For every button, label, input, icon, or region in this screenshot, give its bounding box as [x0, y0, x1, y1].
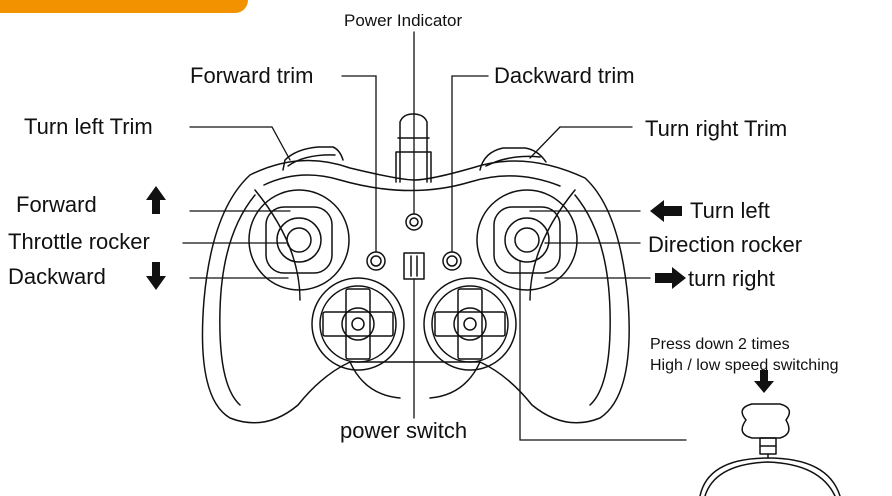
press-down-label: Press down 2 times	[650, 336, 790, 353]
direction-rocker-label: Direction rocker	[648, 232, 803, 257]
turn-right-label: turn right	[688, 266, 775, 291]
forward-label: Forward	[16, 192, 97, 217]
throttle-stick	[248, 189, 350, 291]
stick-cap-detail	[699, 403, 841, 496]
power-switch-label: power switch	[340, 418, 468, 443]
arrow-down-icon	[146, 262, 166, 290]
arrow-left-icon	[650, 200, 682, 222]
right-dpad	[423, 277, 517, 371]
center-buttons	[366, 213, 462, 271]
turn-left-trim-label: Turn left Trim	[24, 114, 153, 139]
arrow-down-icon	[754, 370, 774, 393]
shoulder-trims	[282, 146, 547, 171]
direction-stick	[476, 189, 578, 291]
backward-trim-label: Dackward trim	[494, 63, 635, 88]
backward-label: Dackward	[8, 264, 106, 289]
forward-trim-label: Forward trim	[190, 63, 314, 88]
leader-lines	[182, 31, 687, 441]
throttle-rocker-label: Throttle rocker	[8, 229, 150, 254]
turn-right-trim-label: Turn right Trim	[645, 116, 788, 141]
orange-header-tab	[0, 0, 248, 13]
power-switch-part	[403, 252, 425, 280]
turn-left-label: Turn left	[690, 198, 770, 223]
power-indicator-label: Power Indicator	[344, 11, 463, 30]
speed-switching-label: High / low speed switching	[650, 357, 839, 374]
arrow-right-icon	[655, 267, 686, 289]
left-dpad	[311, 277, 405, 371]
arrow-up-icon	[146, 186, 166, 214]
controller-body	[201, 159, 630, 424]
